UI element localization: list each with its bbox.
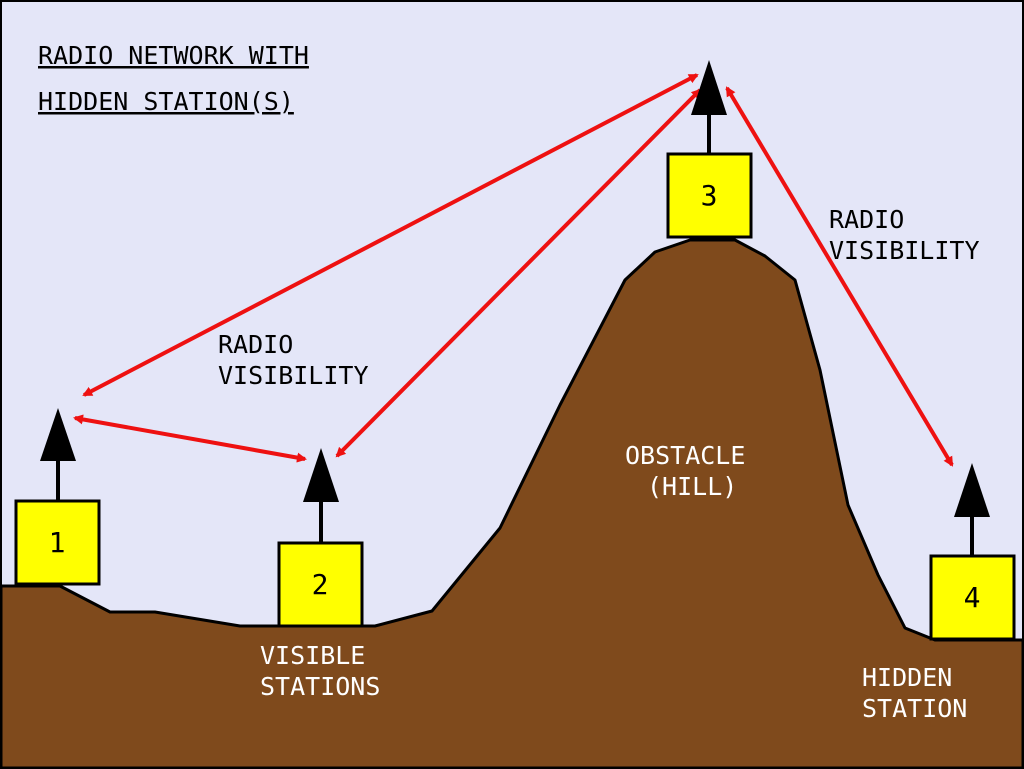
- radio-visibility-label-left-line2: VISIBILITY: [218, 361, 369, 390]
- obstacle-label-line2: (HILL): [647, 472, 737, 501]
- station-box: [14, 499, 101, 586]
- visible-stations-label-line1: VISIBLE: [260, 641, 365, 670]
- antenna-icon: [303, 448, 339, 502]
- station-number: 4: [964, 581, 981, 614]
- station-number: 3: [701, 179, 718, 212]
- station-box: [277, 541, 364, 628]
- station-number: 2: [312, 568, 329, 601]
- obstacle-label-line1: OBSTACLE: [625, 441, 745, 470]
- station-number: 1: [49, 526, 66, 559]
- antenna-icon: [40, 408, 76, 461]
- radio-visibility-label-right-line2: VISIBILITY: [829, 236, 980, 265]
- hidden-station-label-line2: STATION: [862, 694, 967, 723]
- link-arrow-1-2: [73, 414, 307, 463]
- station-3: 3: [666, 60, 753, 239]
- visible-stations-label-line2: STATIONS: [260, 672, 380, 701]
- diagram-title-line2: HIDDEN STATION(S): [38, 87, 294, 116]
- antenna-icon: [954, 463, 990, 517]
- station-1: 1: [14, 408, 101, 586]
- station-box: [666, 152, 753, 239]
- station-4: 4: [929, 463, 1016, 641]
- antenna-icon: [691, 60, 727, 115]
- radio-visibility-label-right-line1: RADIO: [829, 205, 904, 234]
- station-2: 2: [277, 448, 364, 628]
- link-arrow-3-4: [725, 86, 954, 467]
- hidden-station-label-line1: HIDDEN: [862, 663, 952, 692]
- radio-visibility-label-left-line1: RADIO: [218, 330, 293, 359]
- link-arrow-2-3: [335, 88, 702, 458]
- station-box: [929, 554, 1016, 641]
- diagram-title-line1: RADIO NETWORK WITH: [38, 41, 309, 70]
